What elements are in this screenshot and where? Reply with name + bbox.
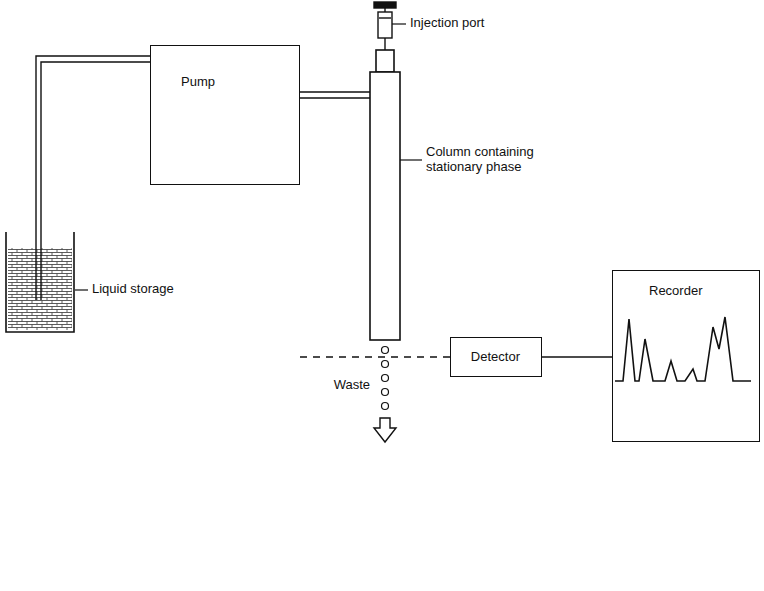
callout-label: Column containing stationary phase <box>424 145 568 175</box>
leader-line <box>75 289 88 290</box>
column <box>370 50 400 340</box>
syringe <box>374 2 396 50</box>
liquid-beaker <box>6 232 74 332</box>
node-text: Detector <box>471 349 520 364</box>
outlet-tube <box>300 92 370 98</box>
waste-arrow <box>374 418 396 442</box>
callout-label: Liquid storage <box>90 282 214 297</box>
callout-label: Waste <box>332 378 372 393</box>
connector-line <box>542 356 612 358</box>
node-text: Recorder <box>649 283 702 298</box>
recorder-box: Recorder <box>612 270 760 442</box>
inlet-tube <box>36 56 150 300</box>
detector-box: Detector <box>450 337 542 377</box>
leader-line <box>400 159 422 160</box>
detector-beam <box>300 356 450 357</box>
chromatogram <box>613 309 753 389</box>
waste-drops <box>382 347 389 410</box>
callout-label: Injection port <box>408 16 552 31</box>
node-text: Pump <box>181 74 215 89</box>
pump-box: Pump <box>150 45 300 185</box>
leader-line <box>392 23 406 24</box>
